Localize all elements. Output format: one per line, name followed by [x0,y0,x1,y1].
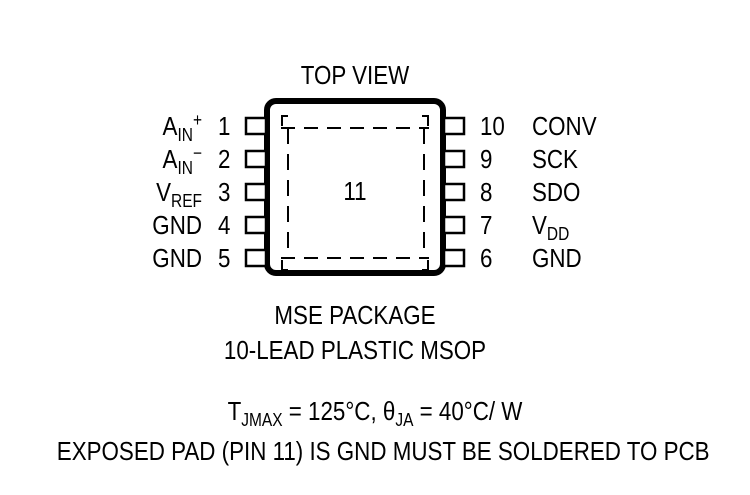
pin-number-5: 5 [218,243,231,273]
thermal-spec: TJMAX = 125°C, θJA = 40°C/ W [227,396,523,430]
pin-stub-3 [244,182,268,202]
pin-stub-10 [442,116,466,136]
pin-number-7: 7 [480,210,493,240]
pin-name-7: VDD [532,210,570,244]
pin-stub-2 [244,149,268,169]
package-description: 10-LEAD PLASTIC MSOP [223,335,487,365]
exposed-pad-note: EXPOSED PAD (PIN 11) IS GND MUST BE SOLD… [56,436,710,466]
pin-number-3: 3 [218,177,231,207]
pin-name-8: SDO [532,177,581,207]
pin-number-4: 4 [218,210,231,240]
pin-number-10: 10 [480,111,505,141]
pin-number-6: 6 [480,243,493,273]
pin-name-1: AIN+ [162,110,202,145]
pin-name-3: VREF [156,177,202,211]
pin-stub-7 [442,215,466,235]
pin-name-2: AIN− [162,143,202,178]
pin-stub-4 [244,215,268,235]
pin-number-8: 8 [480,177,493,207]
pin-number-2: 2 [218,144,231,174]
pin-stub-9 [442,149,466,169]
pin-name-10: CONV [532,111,597,141]
top-view-label: TOP VIEW [300,60,410,90]
pin-name-5: GND [152,243,202,273]
exposed-pad-number: 11 [343,176,367,206]
pin-stub-5 [244,248,268,268]
left-pin-stubs [244,116,268,268]
pin-name-9: SCK [532,144,578,174]
right-pin-stubs [442,116,466,268]
pin-stub-8 [442,182,466,202]
pin-stub-6 [442,248,466,268]
pin-stub-1 [244,116,268,136]
pin-number-9: 9 [480,144,493,174]
pin-name-6: GND [532,243,582,273]
exposed-pad-outline [281,115,429,271]
package-name: MSE PACKAGE [274,300,436,330]
pin-number-1: 1 [218,111,231,141]
pin-name-4: GND [152,210,202,240]
